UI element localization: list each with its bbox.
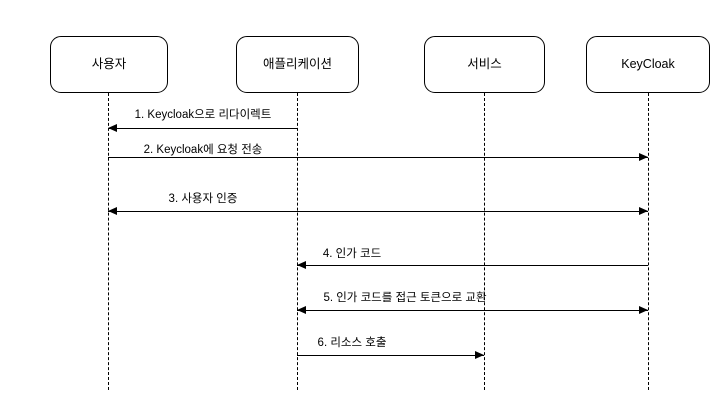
actor-box-application: 애플리케이션 (236, 36, 359, 93)
message-line-3 (108, 211, 648, 212)
arrowhead-right-icon-3 (639, 207, 648, 215)
arrowhead-right-icon-6 (475, 351, 484, 359)
lifeline-service (484, 93, 485, 390)
actor-box-user: 사용자 (50, 36, 168, 93)
lifeline-keycloak (648, 93, 649, 390)
message-label-2: 2. Keycloak에 요청 전송 (143, 144, 263, 156)
arrowhead-left-icon-4 (297, 261, 306, 269)
message-label-1: 1. Keycloak으로 리다이렉트 (134, 109, 272, 121)
arrowhead-right-icon-5 (639, 306, 648, 314)
arrowhead-left-icon-5 (297, 306, 306, 314)
message-line-6 (297, 355, 484, 356)
message-line-1 (108, 128, 297, 129)
arrowhead-left-icon-3 (108, 207, 117, 215)
message-label-3: 3. 사용자 인증 (168, 193, 238, 205)
message-line-4 (297, 265, 648, 266)
arrowhead-right-icon-2 (639, 153, 648, 161)
message-line-2 (108, 157, 648, 158)
actor-label-application: 애플리케이션 (262, 57, 332, 72)
message-label-4: 4. 인가 코드 (322, 248, 382, 260)
message-label-6: 6. 리소스 호출 (317, 337, 387, 349)
actor-label-service: 서비스 (467, 57, 502, 72)
actor-box-service: 서비스 (424, 36, 545, 93)
message-label-5: 5. 인가 코드를 접근 토큰으로 교환 (323, 292, 487, 304)
actor-label-user: 사용자 (91, 57, 127, 72)
arrowhead-left-icon-1 (108, 124, 117, 132)
message-line-5 (297, 310, 648, 311)
actor-box-keycloak: KeyCloak (586, 36, 710, 93)
actor-label-keycloak: KeyCloak (621, 57, 675, 72)
lifeline-user (108, 93, 109, 390)
lifeline-application (297, 93, 298, 390)
